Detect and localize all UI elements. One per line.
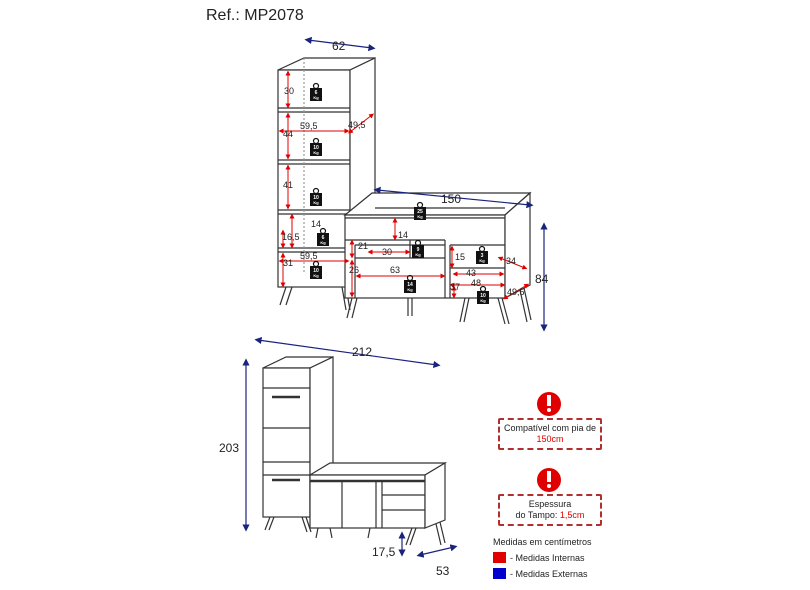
buffet-unit-top — [343, 191, 532, 325]
top-thickness-notice: Espessura do Tampo: 1,5cm — [498, 494, 602, 526]
dim-buffet-center-width: 63 — [390, 265, 400, 275]
dim-buffet-width: 150 — [441, 192, 461, 206]
top-notice-line1: Espessura — [528, 499, 572, 509]
dim-tower-compartment-2: 44 — [283, 129, 293, 139]
dim-buffet-right-depth: 34 — [506, 256, 516, 266]
warning-icon — [537, 392, 561, 416]
weight-value: Kg — [313, 150, 319, 155]
legend-heading: Medidas em centímetros — [493, 537, 592, 547]
internal-dims-top — [278, 70, 530, 300]
legend-label-external: - Medidas Externas — [510, 568, 588, 579]
dim-buffet-depth: 49,5 — [507, 287, 525, 297]
weight-value: Kg — [407, 287, 413, 292]
dim-buffet-drawer: 14 — [398, 230, 408, 240]
weight-value: 10 — [313, 195, 319, 201]
dim-tower-drawer: 14 — [311, 219, 321, 229]
sink-compatibility-notice: Compatível com pia de 150cm — [498, 418, 602, 450]
weight-value: Kg — [313, 200, 319, 205]
warning-icon — [537, 468, 561, 492]
dim-tower-lower-2: 31 — [283, 258, 293, 268]
legend-item-internal: - Medidas Internas — [493, 552, 592, 563]
weight-value: Kg — [313, 273, 319, 278]
red-swatch-icon — [493, 552, 506, 563]
blue-swatch-icon — [493, 568, 506, 579]
top-notice-prefix: do Tampo: — [515, 510, 560, 520]
dim-buffet-shelf-height-1: 21 — [358, 241, 368, 251]
dim-buffet-right-height: 37 — [450, 282, 460, 292]
weight-icon: 6Kg — [310, 82, 322, 101]
external-dims-bottom — [242, 336, 458, 558]
weight-value: 6 — [315, 90, 318, 96]
dim-buffet-right-width-1: 43 — [466, 268, 476, 278]
reference-title: Ref.: MP2078 — [206, 7, 304, 24]
dim-buffet-shelf-height-2: 26 — [349, 265, 359, 275]
legend: Medidas em centímetros - Medidas Interna… — [493, 537, 592, 579]
dim-buffet-height: 84 — [535, 272, 549, 286]
weight-icon: 3Kg — [476, 245, 488, 264]
weight-value: 9 — [417, 247, 420, 253]
legend-item-external: - Medidas Externas — [493, 568, 592, 579]
dim-total-depth: 53 — [436, 564, 450, 578]
external-dims-top — [304, 36, 548, 332]
dim-tower-width: 62 — [332, 39, 346, 53]
dim-tower-depth: 49,5 — [348, 120, 366, 130]
weight-value: Kg — [415, 252, 421, 257]
dim-tower-width-top: 59,5 — [300, 121, 318, 131]
weight-icon: 9Kg — [412, 239, 424, 258]
weight-value: 25 — [417, 209, 423, 215]
weight-value: 10 — [313, 145, 319, 151]
weight-icon: 6Kg — [317, 227, 329, 246]
dim-total-width: 212 — [352, 345, 372, 359]
dim-tower-lower-1: 16,5 — [282, 232, 300, 242]
dim-tower-compartment-1: 30 — [284, 86, 294, 96]
weight-value: 14 — [407, 282, 413, 288]
dim-total-height: 203 — [219, 441, 239, 455]
buffet-unit-bottom — [307, 461, 448, 546]
dim-buffet-shelf-width-1: 30 — [382, 247, 392, 257]
weight-value: 6 — [322, 235, 325, 241]
weight-value: Kg — [313, 95, 319, 100]
weight-value: 3 — [481, 253, 484, 259]
weight-value: Kg — [320, 240, 326, 245]
dim-buffet-right-width-2: 48 — [471, 278, 481, 288]
dim-foot-height: 17,5 — [372, 545, 396, 559]
weight-value: 10 — [313, 268, 319, 274]
dim-tower-compartment-3: 41 — [283, 180, 293, 190]
sink-notice-line2: 150cm — [536, 434, 564, 444]
sink-notice-line1: Compatível com pia de — [503, 423, 597, 433]
weight-value: Kg — [479, 258, 485, 263]
legend-label-internal: - Medidas Internas — [510, 552, 585, 563]
dim-tower-width-bottom: 59,5 — [300, 251, 318, 261]
top-notice-value: 1,5cm — [559, 510, 585, 520]
dim-buffet-right-top: 15 — [455, 252, 465, 262]
weight-value: Kg — [417, 214, 423, 219]
weight-value: 10 — [480, 293, 486, 299]
weight-value: Kg — [480, 298, 486, 303]
